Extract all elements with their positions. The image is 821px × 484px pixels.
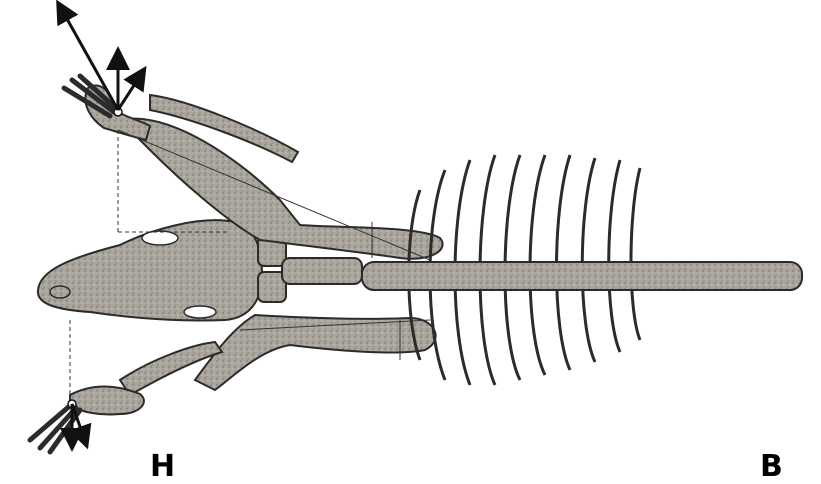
force-vector-arrow: [118, 76, 140, 110]
lower-scapula: [120, 315, 436, 395]
caption-left: H: [150, 452, 175, 482]
skeleton-diagram: [0, 0, 821, 469]
lower-forelimb: [30, 387, 144, 452]
upper-forelimb: [64, 76, 150, 140]
spine: [362, 262, 802, 290]
skull: [38, 220, 262, 320]
caption-right: B: [760, 452, 783, 482]
